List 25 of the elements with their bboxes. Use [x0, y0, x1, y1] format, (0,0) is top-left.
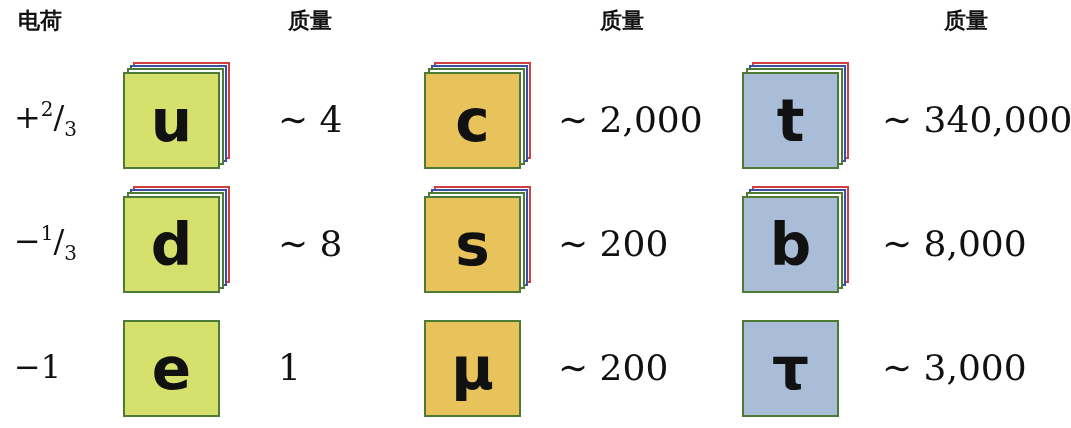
mass-value: ∼ 200 [558, 222, 669, 264]
particle-box: e [123, 320, 220, 417]
mass-header: 质量 [944, 7, 988, 35]
mass-value: ∼ 4 [278, 98, 343, 140]
mass-value: ∼ 3,000 [882, 346, 1027, 388]
mass-header: 质量 [288, 7, 332, 35]
particle-box: t [742, 72, 839, 169]
mass-header: 质量 [600, 7, 644, 35]
mass-value: ∼ 340,000 [882, 98, 1071, 140]
mass-value: 1 [278, 346, 301, 388]
mass-value: ∼ 200 [558, 346, 669, 388]
particle-box: τ [742, 320, 839, 417]
charge-value: +$^{2}$/$_{3}$ [14, 97, 78, 141]
charge-value: −1 [14, 348, 62, 386]
mass-value: ∼ 2,000 [558, 98, 703, 140]
charge-value: −$^{1}$/$_{3}$ [14, 221, 78, 265]
particle-box: μ [424, 320, 521, 417]
particle-box: u [123, 72, 220, 169]
particle-box: d [123, 196, 220, 293]
mass-value: ∼ 8,000 [882, 222, 1027, 264]
charge-header: 电荷 [18, 7, 62, 35]
mass-value: ∼ 8 [278, 222, 343, 264]
particle-box: c [424, 72, 521, 169]
particle-box: b [742, 196, 839, 293]
particle-box: s [424, 196, 521, 293]
